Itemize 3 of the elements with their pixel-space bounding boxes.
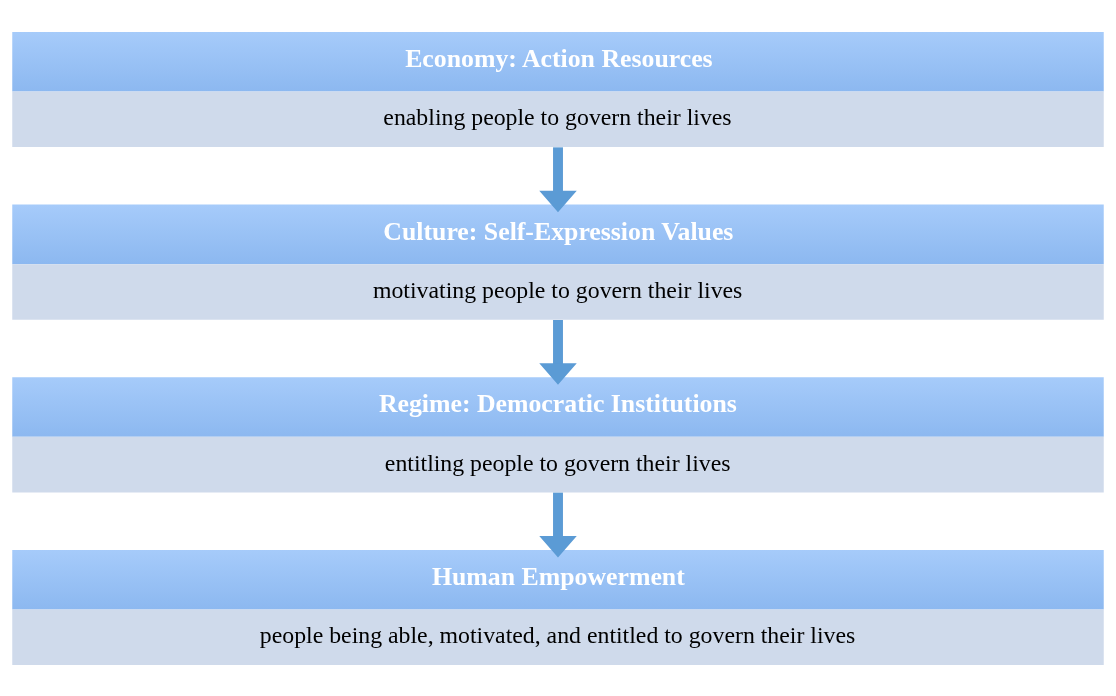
arrow (539, 319, 577, 385)
arrow (539, 492, 577, 557)
arrow (539, 146, 577, 212)
